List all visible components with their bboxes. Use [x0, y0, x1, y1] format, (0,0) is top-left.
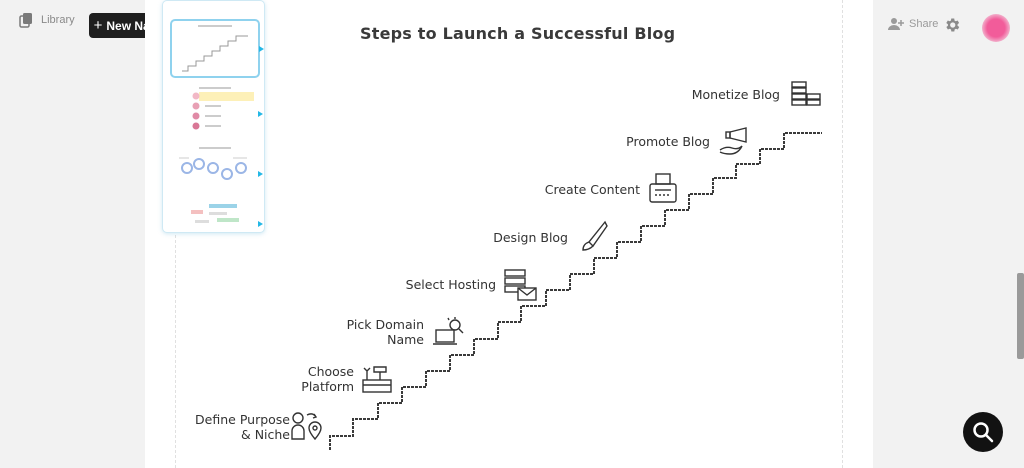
- laptop-search-icon: [433, 317, 464, 345]
- search-icon: [973, 422, 994, 443]
- step-label-monetize-blog: Monetize Blog: [691, 87, 780, 102]
- step-label-create-content: Create Content: [544, 182, 640, 197]
- library-icon: [19, 13, 32, 28]
- typewriter-icon: [649, 173, 677, 203]
- step-label-select-hosting: Select Hosting: [405, 277, 496, 292]
- plus-icon: +: [93, 17, 103, 34]
- thumbnail-mindmap[interactable]: [169, 196, 263, 251]
- step-label-pick-domain: Pick Domain Name: [346, 317, 424, 347]
- toolbox-icon: [362, 366, 392, 393]
- mindmap-thumb-icon: [191, 204, 239, 223]
- search-button[interactable]: [963, 412, 1003, 452]
- add-person-icon: [888, 18, 904, 30]
- staircase-line: [329, 132, 822, 450]
- variation-thumbnails: [162, 0, 265, 233]
- server-mail-icon: [504, 269, 537, 301]
- guide-line-left: [175, 0, 176, 468]
- paintbrush-icon: [582, 220, 608, 251]
- avatar[interactable]: [982, 14, 1010, 42]
- thumbnail-list[interactable]: [169, 86, 263, 141]
- library-link[interactable]: Library: [18, 12, 75, 28]
- library-label: Library: [41, 14, 75, 26]
- coin-stack-icon: [791, 81, 821, 106]
- step-label-define-purpose: Define Purpose & Niche: [195, 412, 290, 442]
- canvas[interactable]: [145, 0, 873, 468]
- scrollbar[interactable]: [1017, 273, 1024, 359]
- thumbnail-staircase[interactable]: [170, 19, 264, 78]
- thumb-arrow-icon: [258, 220, 263, 227]
- guide-line-right: [842, 0, 843, 468]
- step-label-design-blog: Design Blog: [493, 230, 568, 245]
- megaphone-hand-icon: [719, 127, 747, 155]
- settings-button[interactable]: [943, 16, 961, 39]
- list-thumb-icon: [192, 87, 254, 130]
- gear-icon: [946, 18, 960, 32]
- person-location-icon: [291, 412, 322, 441]
- step-label-choose-platform: Choose Platform: [301, 364, 354, 394]
- thumb-arrow-icon: [259, 45, 264, 52]
- staircase-thumb-icon: [182, 25, 248, 72]
- thumb-arrow-icon: [258, 110, 263, 117]
- diagram-title: Steps to Launch a Successful Blog: [360, 24, 676, 43]
- step-label-promote-blog: Promote Blog: [626, 134, 710, 149]
- share-button[interactable]: Share: [888, 17, 938, 31]
- timeline-thumb-icon: [179, 147, 247, 180]
- right-panel: [873, 0, 1024, 468]
- share-label: Share: [909, 18, 939, 30]
- thumb-arrow-icon: [258, 170, 263, 177]
- thumbnail-timeline[interactable]: [169, 146, 263, 201]
